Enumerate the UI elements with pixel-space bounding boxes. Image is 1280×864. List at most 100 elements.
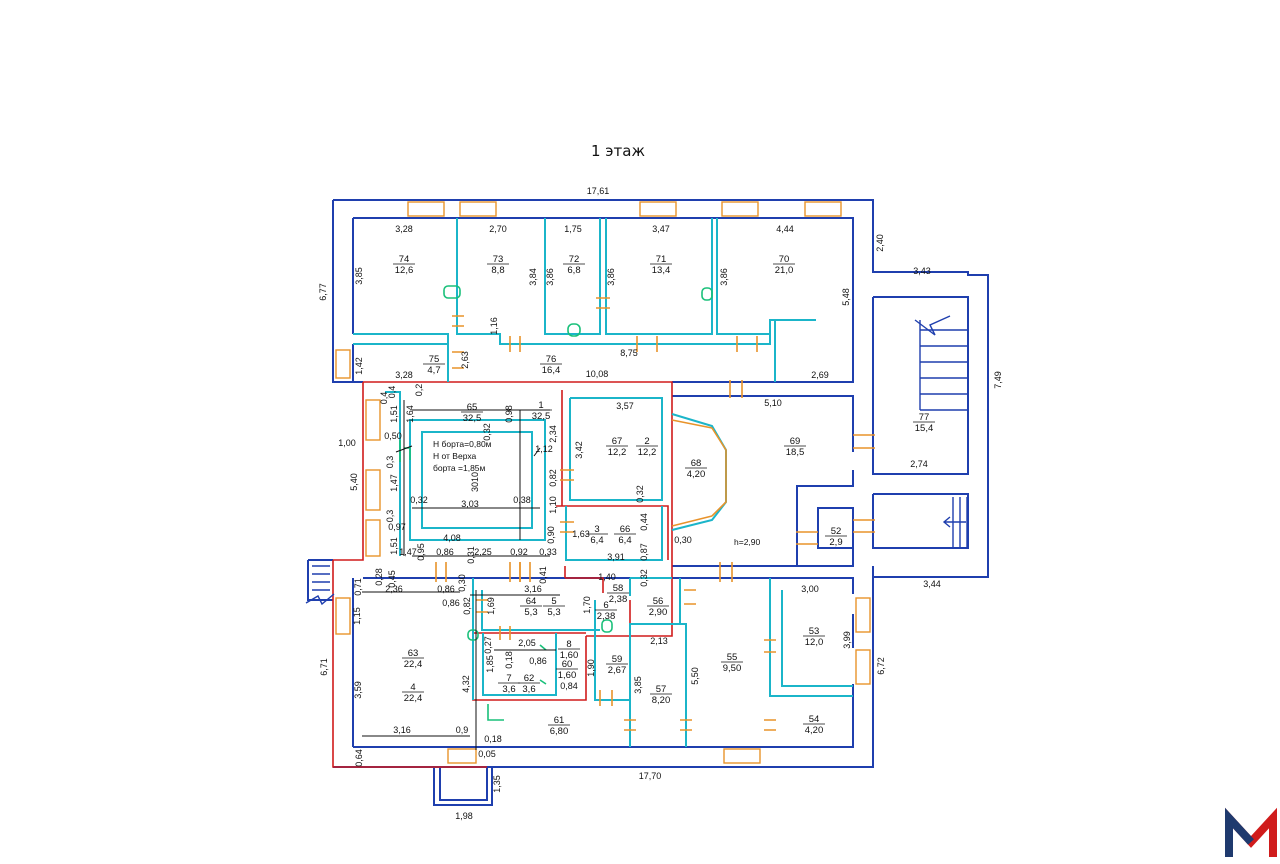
room-area: 8,20 [652,695,671,706]
room-number: 67 [612,436,623,447]
dimension-label: 3,85 [354,267,364,285]
room-area: 2,90 [649,607,668,618]
dimension-label: 17,61 [587,186,610,196]
dimension-label: 1,85 [485,655,495,673]
room-area: 13,4 [652,265,671,276]
room-number: 64 [526,596,537,607]
room-area: 4,20 [687,469,706,480]
room-number: 54 [809,714,820,725]
ceiling-height-note: h=2,90 [734,537,761,547]
room-number: 61 [554,715,565,726]
dimension-label: 3,47 [652,224,670,234]
room-area: 5,3 [547,607,560,618]
room-number: 70 [779,254,790,265]
dimension-label: 0,30 [674,535,692,545]
room-area: 22,4 [404,693,423,704]
room-number: 57 [656,684,667,695]
dimension-label: 1,16 [489,317,499,335]
room-number: 71 [656,254,667,265]
stair-right [914,315,968,548]
room-label: 559,50 [721,652,743,674]
room-labels: 7412,6738,8726,87113,47021,0754,77616,47… [393,254,935,737]
dimension-lines [362,400,560,750]
dimension-label: 5,50 [690,667,700,685]
dimension-label: 1,47 [399,547,417,557]
dimension-label: 10,08 [586,369,609,379]
dimension-label: 1,64 [405,405,415,423]
dimension-label: 0,9 [456,725,469,735]
dimension-label: 0,97 [388,522,406,532]
dimension-label: 0,3 [385,456,395,469]
room-area: 2,67 [608,665,627,676]
room-number: 72 [569,254,580,265]
partitions [353,218,853,747]
room-label: 666,4 [614,524,636,546]
room-label: 562,90 [647,596,669,618]
room-area: 2,38 [609,594,628,605]
room-area: 9,50 [723,663,742,674]
outer-walls [307,199,989,806]
room-number: 5 [551,596,556,607]
room-label: 212,2 [636,436,658,458]
dimension-label: 3,16 [393,725,411,735]
dimension-label: 3,86 [719,268,729,286]
dimension-label: 1,15 [352,607,362,625]
room-area: 12,0 [805,637,824,648]
dimension-label: 6,71 [319,658,329,676]
dimension-label: 5,10 [764,398,782,408]
dimension-label: 1,40 [598,572,616,582]
room-number: 74 [399,254,410,265]
dimension-label: 2,70 [489,224,507,234]
room-number: 73 [493,254,504,265]
dimension-label: 0,92 [510,547,528,557]
room-area: 12,2 [638,447,657,458]
highlight-outline [332,381,673,768]
room-label: 582,38 [607,583,629,605]
dimension-label: 3,86 [545,268,555,286]
dimension-label: 5,40 [349,473,359,491]
dimension-label: 3,86 [606,268,616,286]
dimension-label: 3,03 [461,499,479,509]
room-area: 16,4 [542,365,561,376]
room-number: 8 [566,639,571,650]
room-number: 60 [562,659,573,670]
dimension-label: 0,41 [538,566,548,584]
plan-title: 1 этаж [591,142,645,160]
dimension-label: 1,63 [572,529,590,539]
dimension-label: 2,69 [811,370,829,380]
room-number: 2 [644,436,649,447]
room-area: 15,4 [915,423,934,434]
room-area: 6,80 [550,726,569,737]
stair-left [305,565,335,606]
dimension-label: 0,32 [639,569,649,587]
windows [335,201,871,764]
dimension-label: 0,27 [483,636,493,654]
dimension-label: 2,25 [474,547,492,557]
dimension-label: 0,4 [387,386,397,399]
room-label: 601,60 [556,659,578,681]
room-label: 578,20 [650,684,672,706]
dimension-label: 1,51 [389,537,399,555]
dimension-label: 3,43 [913,266,931,276]
dimension-label: 0,18 [504,651,514,669]
room-number: 7 [506,673,511,684]
dimension-label: 0,86 [442,598,460,608]
dimension-label: 0,98 [504,405,514,423]
room-number: 53 [809,626,820,637]
room-area: 6,8 [567,265,580,276]
dimension-label: 0,95 [416,543,426,561]
room-label: 645,3 [520,596,542,618]
dimension-label: 3,85 [633,676,643,694]
dimension-label: 0,87 [639,543,649,561]
dimension-label: 0,86 [437,584,455,594]
note-line-3: борта =1,85м [433,463,486,473]
dimension-label: 1,42 [354,357,364,375]
dimension-label: 2,13 [650,636,668,646]
